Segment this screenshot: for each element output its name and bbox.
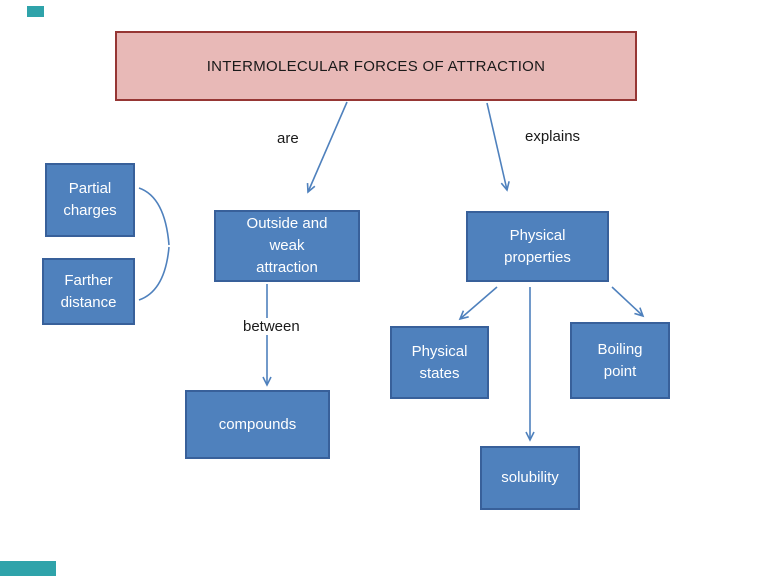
arrow-properties-to-boiling — [611, 286, 645, 318]
node-physical-states: Physical states — [390, 326, 489, 399]
node-physical-properties: Physical properties — [466, 211, 609, 282]
node-partial-charges: Partial charges — [45, 163, 135, 237]
node-boiling-point: Boiling point — [570, 322, 670, 399]
node-compounds: compounds — [185, 390, 330, 459]
arrow-title-to-properties — [486, 102, 510, 192]
diagram-title: INTERMOLECULAR FORCES OF ATTRACTION — [115, 31, 637, 101]
node-farther-distance: Farther distance — [42, 258, 135, 325]
node-outside-weak-attraction: Outside and weak attraction — [214, 210, 360, 282]
brace-upper-curve — [138, 187, 170, 246]
edge-label-between: between — [238, 318, 305, 335]
brace-lower-curve — [138, 246, 170, 301]
arrow-properties-to-states — [458, 286, 498, 321]
slide-accent-top — [27, 6, 44, 17]
arrow-title-to-outside — [306, 101, 348, 194]
node-solubility: solubility — [480, 446, 580, 510]
edge-label-are: are — [277, 130, 299, 147]
slide-accent-bottom — [0, 561, 56, 576]
edge-label-explains: explains — [525, 128, 581, 145]
